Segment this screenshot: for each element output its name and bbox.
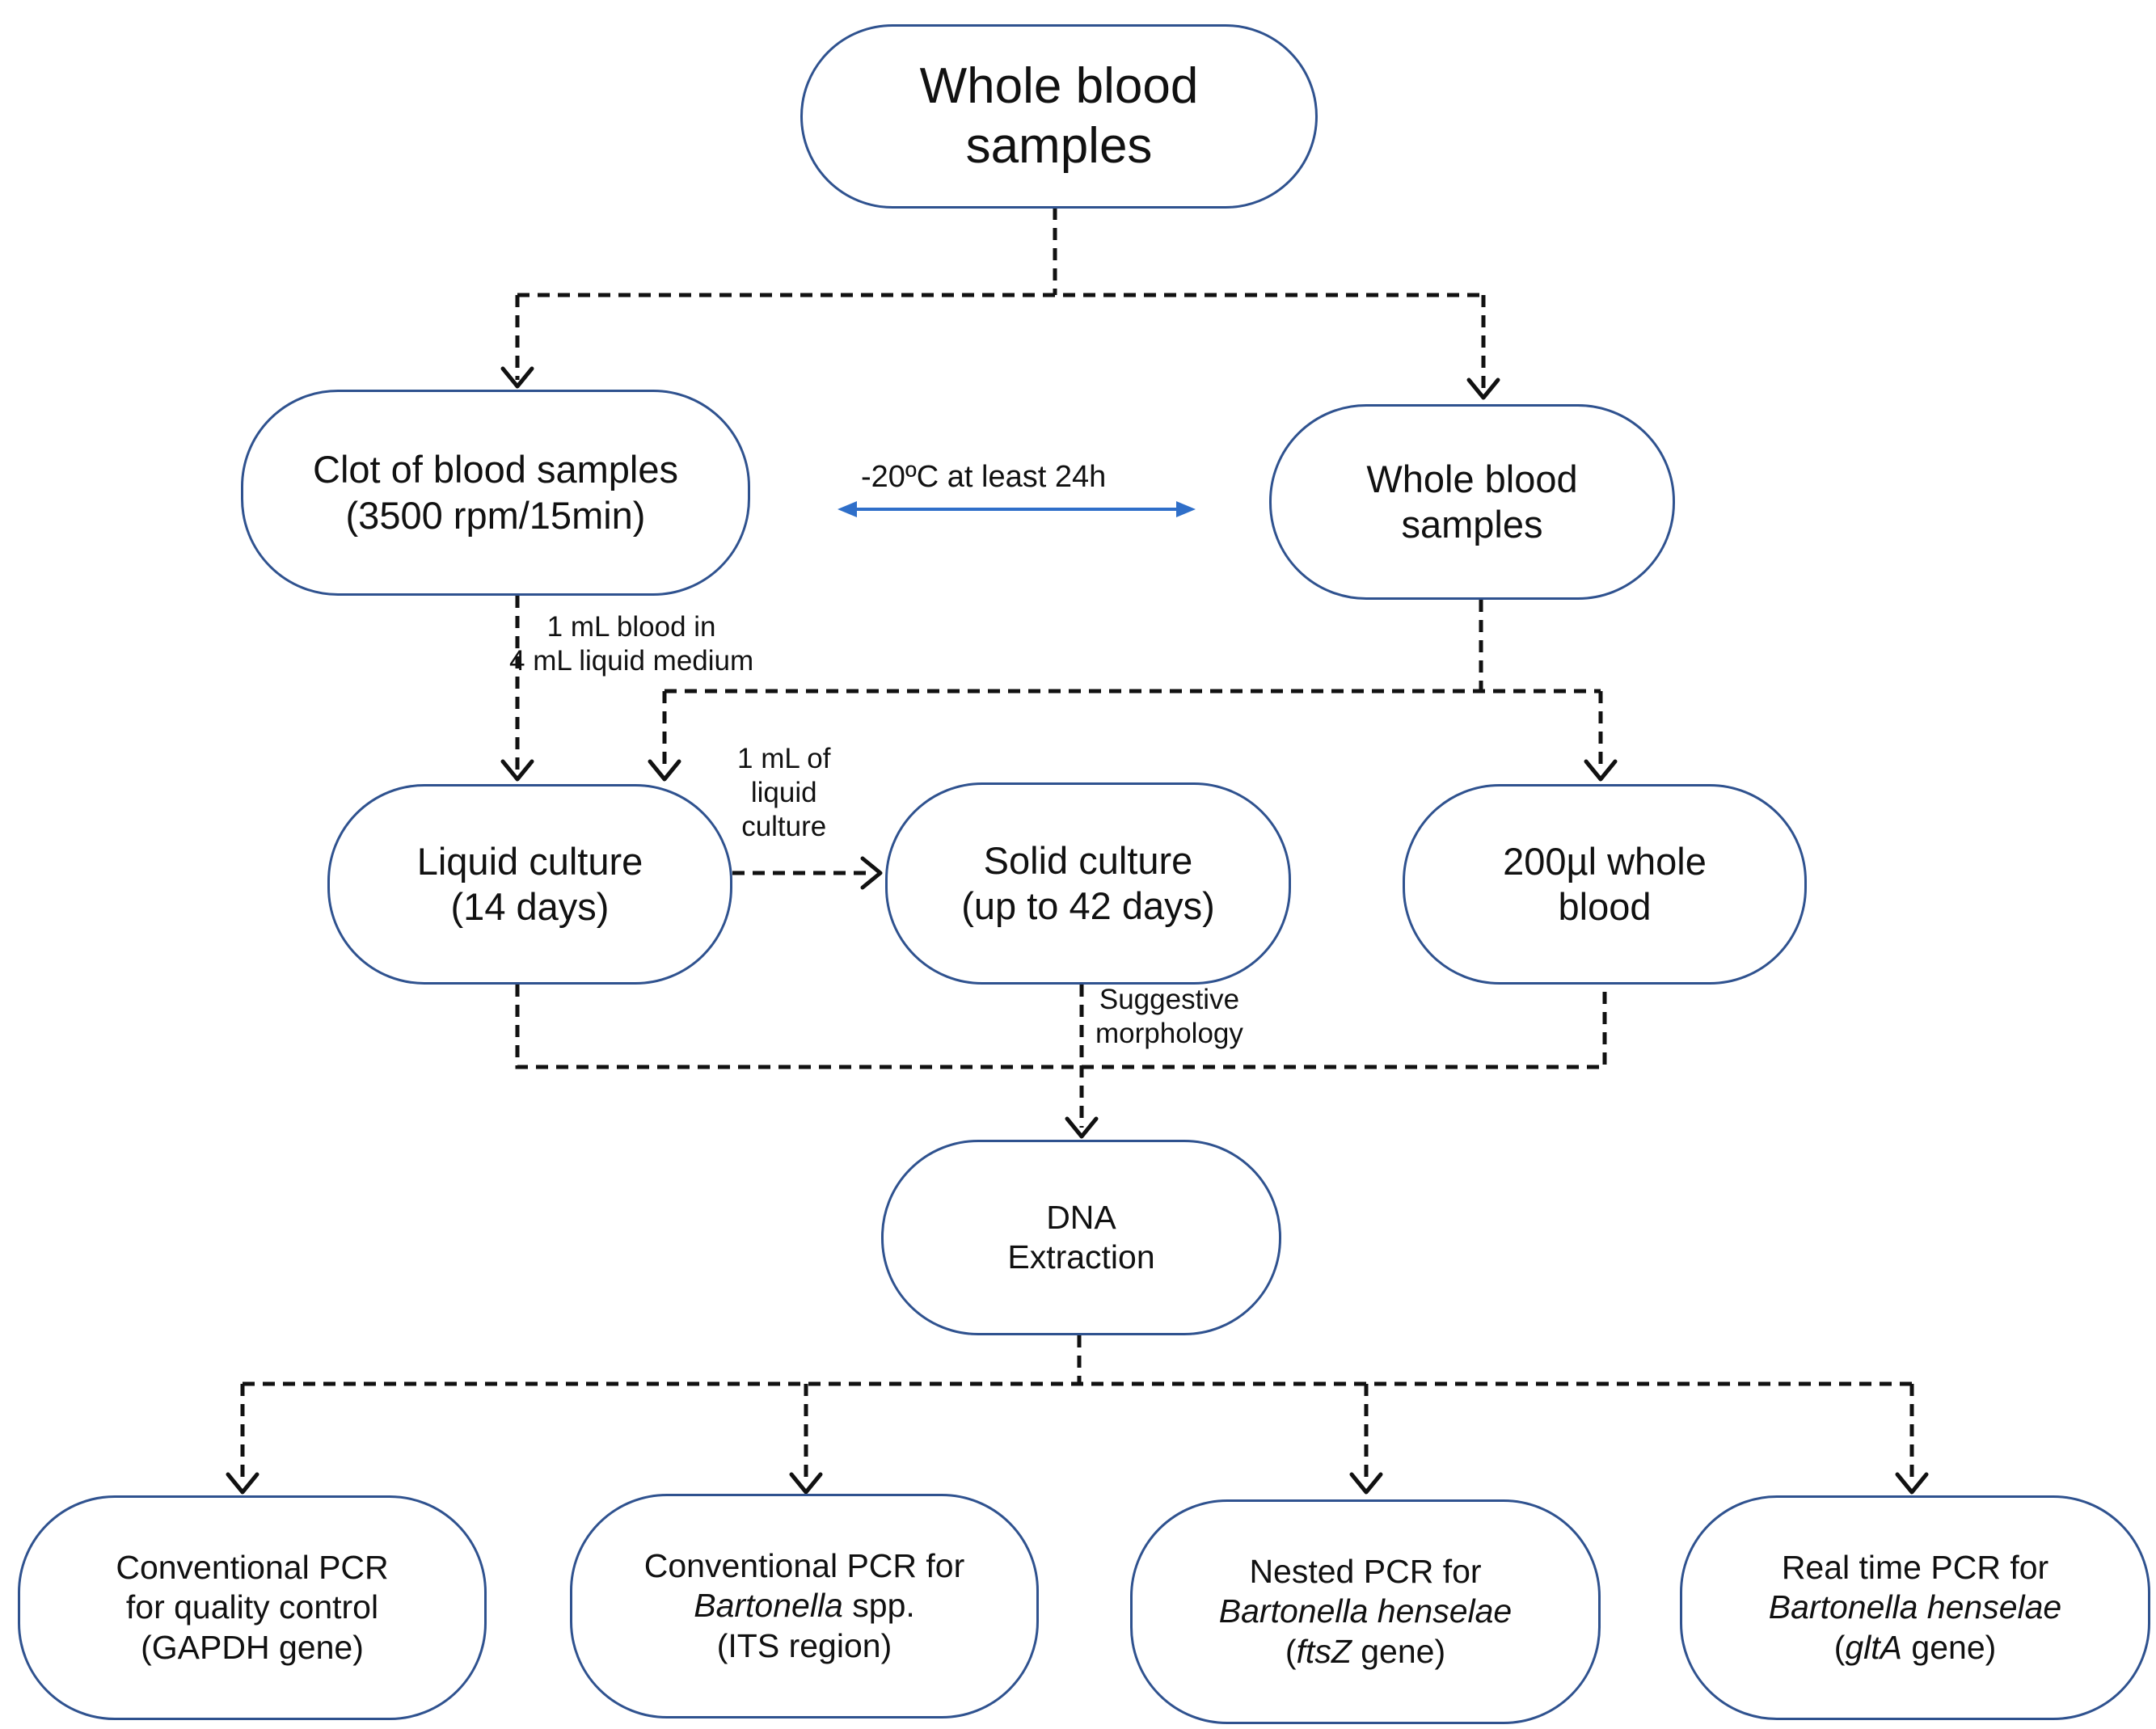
arrowhead-to-200ul — [1584, 759, 1618, 782]
node-pcr-its: Conventional PCR for Bartonella spp. (IT… — [570, 1494, 1039, 1718]
node-pcr-glta-suffix: gene) — [1902, 1628, 1997, 1666]
node-whole-blood-right: Whole blood samples — [1269, 404, 1675, 600]
node-whole-blood-right-line-2: samples — [1401, 503, 1543, 546]
arrowhead-to-liquid-from-right — [648, 759, 681, 782]
node-dna-extraction-line-1: DNA — [1046, 1198, 1116, 1236]
label-inoculum-line-1: 1 mL blood in — [546, 611, 716, 643]
storage-arrowhead-right — [1176, 501, 1196, 517]
arrowhead-to-whole-blood-right — [1466, 377, 1500, 400]
node-dna-extraction-line-2: Extraction — [1007, 1238, 1155, 1276]
node-pcr-glta-line-3: (gltA gene) — [1834, 1628, 1997, 1668]
arrowhead-to-solid — [860, 856, 883, 890]
node-solid-culture: Solid culture (up to 42 days) — [885, 782, 1291, 985]
node-solid-culture-line-2: (up to 42 days) — [961, 884, 1215, 927]
arrowhead-to-clot — [500, 366, 534, 389]
label-storage: -20ºC at least 24h — [861, 460, 1107, 494]
label-subculture-line-1: 1 mL of — [737, 743, 831, 774]
node-whole-blood-top: Whole blood samples — [800, 24, 1318, 209]
node-pcr-ftsz-gene: ftsZ — [1296, 1632, 1352, 1670]
label-inoculum: 1 mL blood in 4 mL liquid medium — [509, 610, 753, 678]
node-pcr-gapdh-line-2: for quality control — [125, 1588, 379, 1626]
edge-top-split — [515, 208, 1486, 392]
node-pcr-gapdh-line-3: (GAPDH gene) — [141, 1628, 364, 1666]
node-pcr-its-line-2: Bartonella spp. — [694, 1586, 915, 1626]
node-pcr-ftsz-line-3: (ftsZ gene) — [1285, 1632, 1445, 1672]
node-clot-line-2: (3500 rpm/15min) — [345, 493, 646, 537]
node-pcr-glta-line-1: Real time PCR for — [1781, 1549, 2049, 1587]
node-dna-extraction: DNA Extraction — [881, 1140, 1281, 1335]
arrowhead-to-pcr-glta — [1895, 1472, 1929, 1495]
arrowhead-to-liquid-from-clot — [500, 759, 534, 782]
node-pcr-its-genus: Bartonella — [694, 1587, 843, 1625]
label-morphology-line-2: morphology — [1095, 1018, 1243, 1049]
node-whole-blood-top-line-1: Whole blood — [919, 57, 1199, 114]
edge-merge-dna — [515, 985, 1607, 1128]
edge-right-split — [662, 600, 1603, 772]
node-solid-culture-line-1: Solid culture — [983, 838, 1193, 882]
node-pcr-glta: Real time PCR for Bartonella henselae (g… — [1680, 1495, 2150, 1720]
label-morphology-line-1: Suggestive — [1099, 984, 1240, 1015]
node-200ul-line-2: blood — [1558, 885, 1652, 928]
node-200ul-whole-blood: 200µl whole blood — [1403, 784, 1807, 985]
label-subculture: 1 mL of liquid culture — [737, 742, 830, 844]
node-liquid-culture-line-2: (14 days) — [450, 885, 610, 928]
label-subculture-line-3: culture — [741, 811, 827, 842]
node-pcr-ftsz-line-1: Nested PCR for — [1249, 1553, 1482, 1591]
node-pcr-ftsz-suffix: gene) — [1351, 1632, 1446, 1670]
storage-arrowhead-left — [838, 501, 857, 517]
edge-dna-pcr-split — [240, 1335, 1914, 1483]
arrowhead-to-pcr-ftsz — [1349, 1472, 1383, 1495]
node-pcr-glta-line-2: Bartonella henselae — [1768, 1588, 2062, 1626]
node-pcr-its-line-1: Conventional PCR for — [643, 1547, 965, 1585]
node-pcr-ftsz: Nested PCR for Bartonella henselae (ftsZ… — [1130, 1499, 1601, 1724]
arrowhead-to-dna — [1065, 1116, 1099, 1139]
arrowhead-to-pcr-gapdh — [226, 1472, 259, 1495]
node-200ul-line-1: 200µl whole — [1503, 839, 1707, 883]
node-pcr-glta-gene: gltA — [1845, 1628, 1903, 1666]
node-liquid-culture-line-1: Liquid culture — [416, 839, 643, 883]
node-pcr-gapdh: Conventional PCR for quality control (GA… — [18, 1495, 487, 1720]
node-whole-blood-right-line-1: Whole blood — [1366, 457, 1578, 500]
label-morphology: Suggestive morphology — [1095, 983, 1243, 1051]
node-whole-blood-top-line-2: samples — [965, 118, 1153, 174]
arrowhead-to-pcr-its — [789, 1472, 823, 1495]
label-inoculum-line-2: 4 mL liquid medium — [509, 645, 754, 677]
node-pcr-glta-paren: ( — [1833, 1628, 1846, 1666]
node-pcr-ftsz-paren: ( — [1285, 1632, 1297, 1670]
label-subculture-line-2: liquid — [750, 777, 817, 808]
node-clot: Clot of blood samples (3500 rpm/15min) — [241, 390, 750, 596]
node-clot-line-1: Clot of blood samples — [313, 448, 678, 491]
node-pcr-its-line-3: (ITS region) — [716, 1626, 892, 1664]
node-liquid-culture: Liquid culture (14 days) — [327, 784, 732, 985]
node-pcr-gapdh-line-1: Conventional PCR — [116, 1549, 389, 1587]
node-pcr-ftsz-line-2: Bartonella henselae — [1218, 1592, 1513, 1630]
node-pcr-its-suffix: spp. — [852, 1587, 915, 1625]
